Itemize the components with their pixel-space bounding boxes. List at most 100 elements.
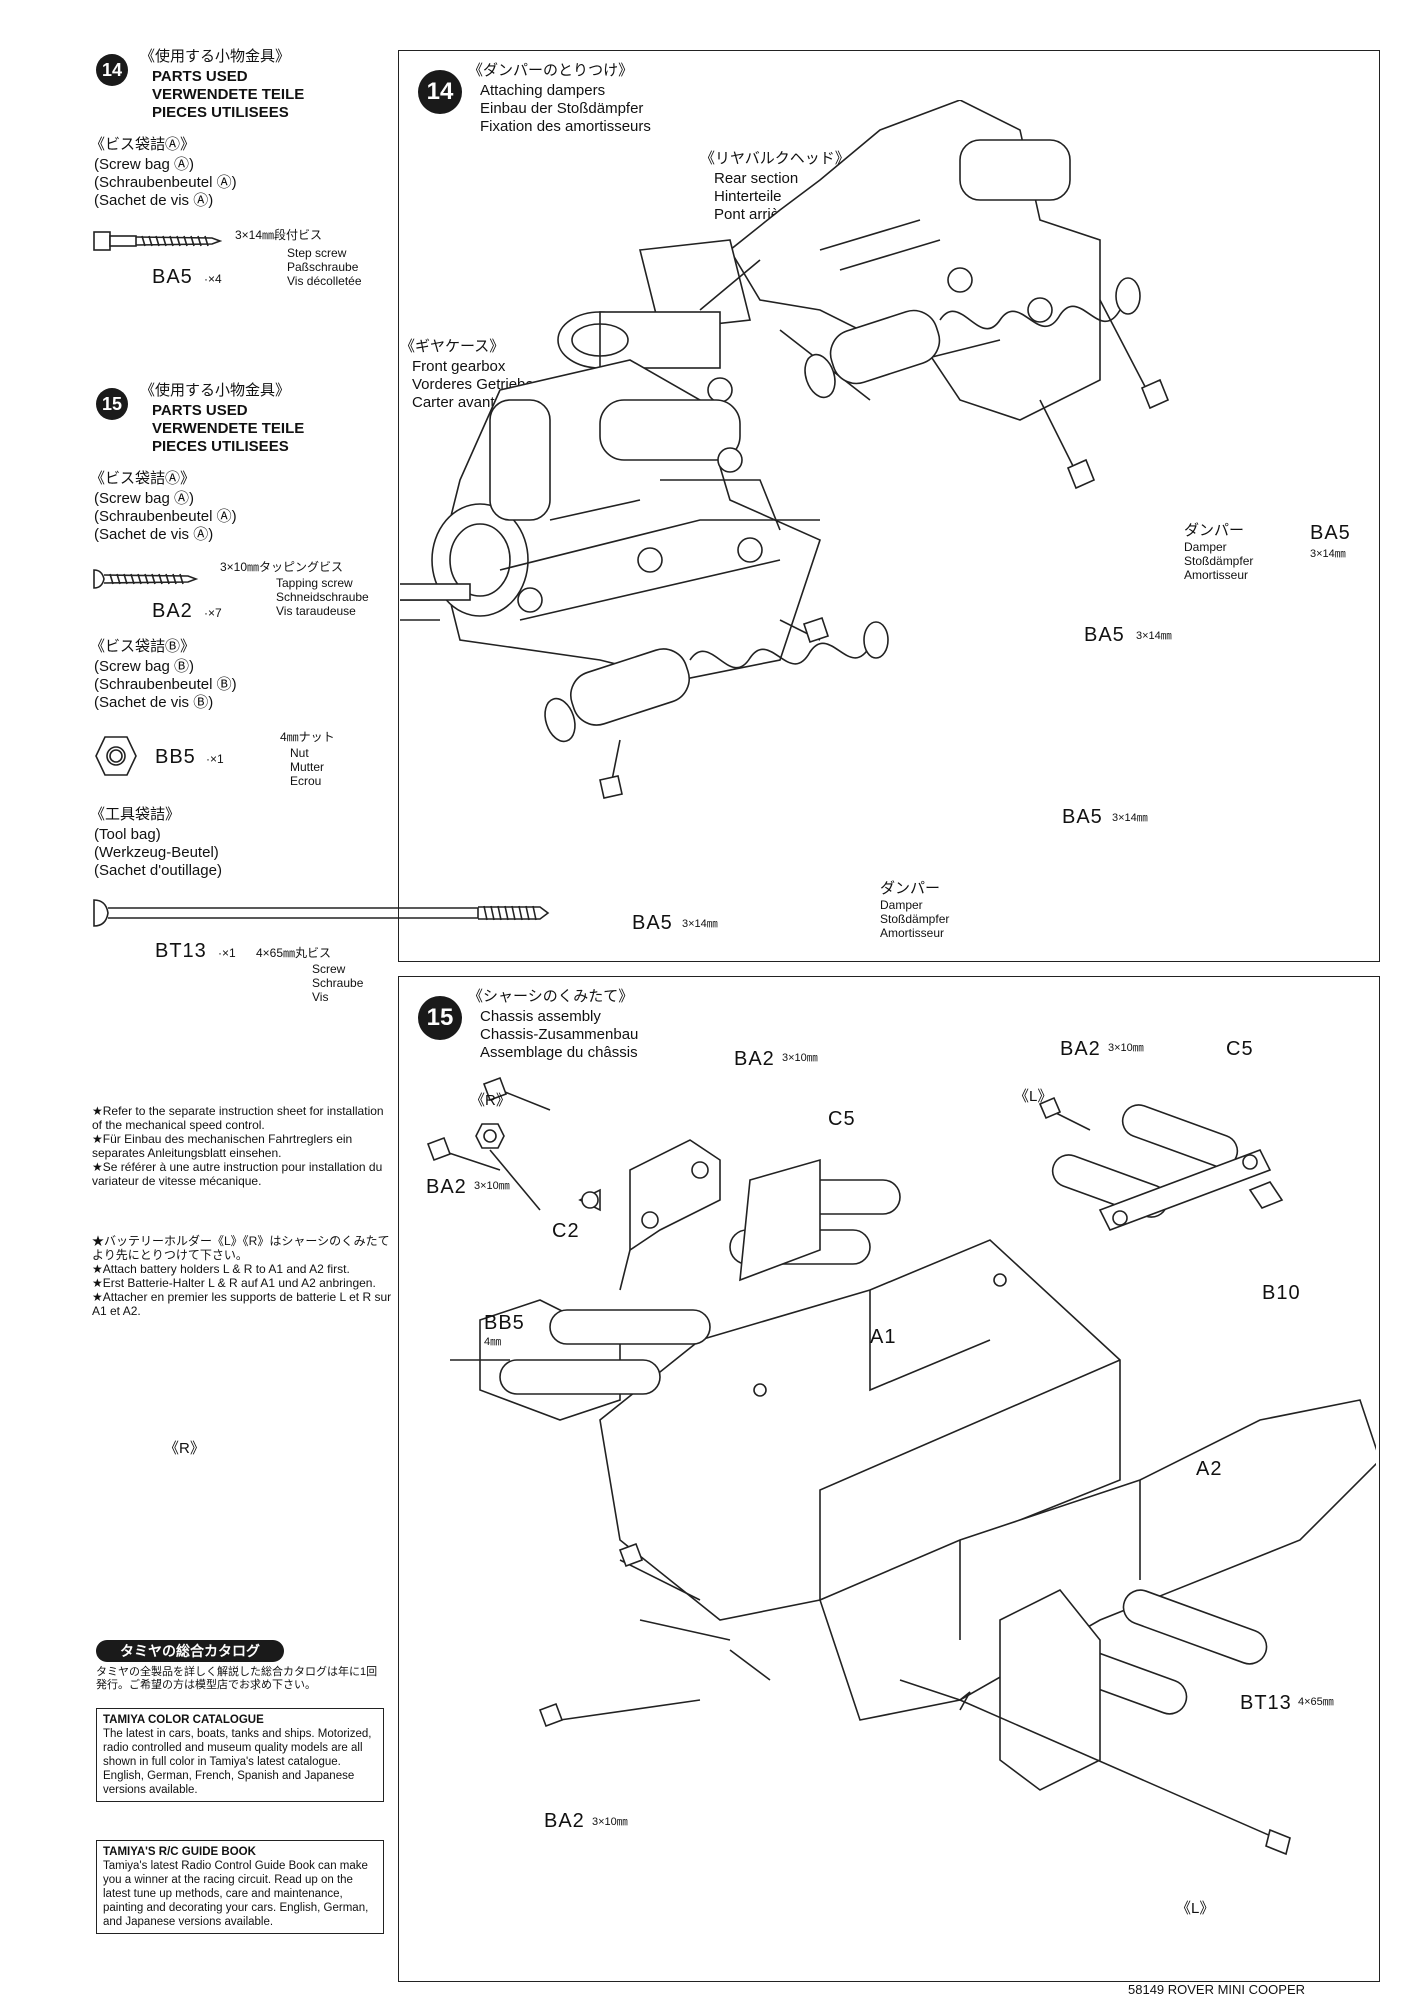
parts-used-title-1b: PARTS USED: [152, 402, 248, 419]
panel15-title-en: Chassis assembly: [480, 1008, 601, 1025]
ba5-code: BA5: [152, 266, 193, 288]
panel15-title-fr: Assemblage du châssis: [480, 1044, 638, 1061]
bt13-desc-fr: Vis: [312, 990, 329, 1004]
ba5-label-bottom: BA5: [632, 912, 673, 934]
panel15-badge: 15: [418, 996, 462, 1040]
step14-illustration: [400, 100, 1170, 799]
r-holder-mounted: [450, 1299, 711, 1421]
r-holder-exploded: [426, 1076, 901, 1291]
ba2-size-bottom: 3×10㎜: [592, 1816, 628, 1828]
gearbox-fr: Carter avant: [412, 394, 495, 411]
b10-label: B10: [1262, 1282, 1301, 1304]
parts-used-title-2b: VERWENDETE TEILE: [152, 420, 305, 437]
ba2-size-l: 3×10㎜: [1108, 1042, 1144, 1054]
ba5-desc-fr: Vis décolletée: [287, 274, 362, 288]
panel14-badge: 14: [418, 70, 462, 114]
l-holder-mounted: [999, 1588, 1268, 1791]
bt13-label: BT13: [1240, 1692, 1292, 1714]
front-damper-jp: ダンパー: [880, 880, 941, 897]
note2-jp: ★バッテリーホルダー《L》《R》はシャーシのくみたてより先にとりつけて下さい。: [92, 1234, 390, 1262]
ba5-size-front: 3×14㎜: [1112, 812, 1148, 824]
panel15-title-de: Chassis-Zusammenbau: [480, 1026, 639, 1043]
note-en: ★Refer to the separate instruction sheet…: [92, 1104, 384, 1132]
step15-badge: 15: [96, 388, 128, 420]
footer-model-name: 58149 ROVER MINI COOPER: [1128, 1982, 1305, 1997]
guide-book-text: Tamiya's latest Radio Control Guide Book…: [103, 1860, 369, 1928]
ba2-desc-fr: Vis taraudeuse: [276, 604, 356, 618]
front-damper-drawing: [544, 621, 889, 743]
tool-bag-jp: 《工具袋詰》: [90, 806, 181, 823]
ba2-size-top: 3×10㎜: [782, 1052, 818, 1064]
bb5-desc-en: Nut: [290, 746, 309, 760]
rear-damper-en: Damper: [1184, 540, 1227, 554]
ba5-screws: [599, 299, 1170, 799]
color-catalogue-box: TAMIYA COLOR CATALOGUE The latest in car…: [96, 1708, 384, 1802]
ba5-desc-de: Paßschraube: [287, 260, 359, 274]
front-damper-en: Damper: [880, 898, 923, 912]
bb5-size-jp: 4㎜ナット: [280, 730, 335, 744]
rear-damper-drawing: [804, 277, 1141, 399]
ba2-size-left: 3×10㎜: [474, 1180, 510, 1192]
chassis-a2: [819, 1399, 1376, 1721]
bb5-size: 4㎜: [484, 1336, 502, 1348]
rear-section-jp: 《リヤバルクヘッド》: [700, 150, 850, 167]
l-holder-exploded: [1038, 1096, 1284, 1232]
tapping-screw-icon: [93, 569, 199, 589]
ba2-label-bottom: BA2: [544, 1810, 585, 1832]
panel15-jp-title: 《シャーシのくみたて》: [468, 988, 634, 1005]
catalog-jp-text: タミヤの全製品を詳しく解説した総合カタログは年に1回発行。ご希望の方は模型店でお…: [96, 1666, 378, 1691]
bb5-code: BB5: [155, 746, 196, 768]
catalog-banner: タミヤの総合カタログ: [96, 1640, 284, 1662]
bt13-desc-en: Screw: [312, 962, 346, 976]
rear-bulkhead-drawing: [557, 100, 1101, 421]
r-label-left: 《R》: [164, 1440, 205, 1457]
bt13-qty: ·×1: [218, 946, 236, 960]
ba2-desc-de: Schneidschraube: [276, 590, 369, 604]
parts-used-title-3b: PIECES UTILISEES: [152, 438, 289, 455]
speed-control-notes: ★Refer to the separate instruction sheet…: [92, 1104, 392, 1188]
bag-a-de: (Schraubenbeutel Ⓐ): [94, 174, 237, 191]
ba5-label-mid: BA5: [1084, 624, 1125, 646]
parts-used-title-1: PARTS USED: [152, 68, 248, 85]
color-catalogue-text: The latest in cars, boats, tanks and shi…: [103, 1728, 372, 1796]
parts-used-title-2: VERWENDETE TEILE: [152, 86, 305, 103]
bb5-desc-fr: Ecrou: [290, 774, 322, 788]
ba2-size-jp: 3×10㎜タッピングビス: [220, 560, 344, 574]
bt13-screw: [899, 1679, 1291, 1856]
note2-fr: ★Attacher en premier les supports de bat…: [92, 1290, 392, 1318]
guide-book-box: TAMIYA'S R/C GUIDE BOOK Tamiya's latest …: [96, 1840, 384, 1934]
bt13-code: BT13: [155, 940, 207, 962]
bb5-label: BB5: [484, 1312, 525, 1334]
ba2-label-l: BA2: [1060, 1038, 1101, 1060]
note-fr: ★Se référer à une autre instruction pour…: [92, 1160, 383, 1188]
step14-panel: [398, 50, 1380, 962]
bb5-nut: [475, 1123, 541, 1211]
c5-label-r: C5: [828, 1108, 856, 1130]
bag-a-en: (Screw bag Ⓐ): [94, 156, 195, 173]
rear-damper-fr: Amortisseur: [1184, 568, 1249, 582]
note2-de: ★Erst Batterie-Halter L & R auf A1 und A…: [92, 1276, 376, 1290]
ba2-label-top: BA2: [734, 1048, 775, 1070]
bt13-size: 4×65㎜: [1298, 1696, 1334, 1708]
a1-label: A1: [870, 1326, 897, 1348]
parts-used-title-3: PIECES UTILISEES: [152, 104, 289, 121]
ba5-desc-en: Step screw: [287, 246, 347, 260]
front-damper-de: Stoßdämpfer: [880, 912, 950, 926]
panel14-jp-title: 《ダンパーのとりつけ》: [468, 62, 634, 79]
ba2-desc-en: Tapping screw: [276, 576, 353, 590]
ba5-size-bottom: 3×14㎜: [682, 918, 718, 930]
l-label-top: 《L》: [1014, 1088, 1053, 1105]
front-gearbox-drawing: [400, 359, 821, 681]
panel14-title-fr: Fixation des amortisseurs: [480, 118, 651, 135]
bag-a2-fr: (Sachet de vis Ⓐ): [94, 526, 214, 543]
ba5-size-rear: 3×14㎜: [1310, 548, 1346, 560]
gearbox-jp: 《ギヤケース》: [400, 338, 505, 355]
gearbox-en: Front gearbox: [412, 358, 506, 375]
long-screw-icon: [93, 899, 550, 927]
ba5-label-front: BA5: [1062, 806, 1103, 828]
ba5-qty: ·×4: [204, 272, 222, 286]
c5-label-l: C5: [1226, 1038, 1254, 1060]
rear-damper-de: Stoßdämpfer: [1184, 554, 1254, 568]
bag-a-jp: 《ビス袋詰Ⓐ》: [90, 136, 196, 153]
bag-b-jp: 《ビス袋詰Ⓑ》: [90, 638, 196, 655]
